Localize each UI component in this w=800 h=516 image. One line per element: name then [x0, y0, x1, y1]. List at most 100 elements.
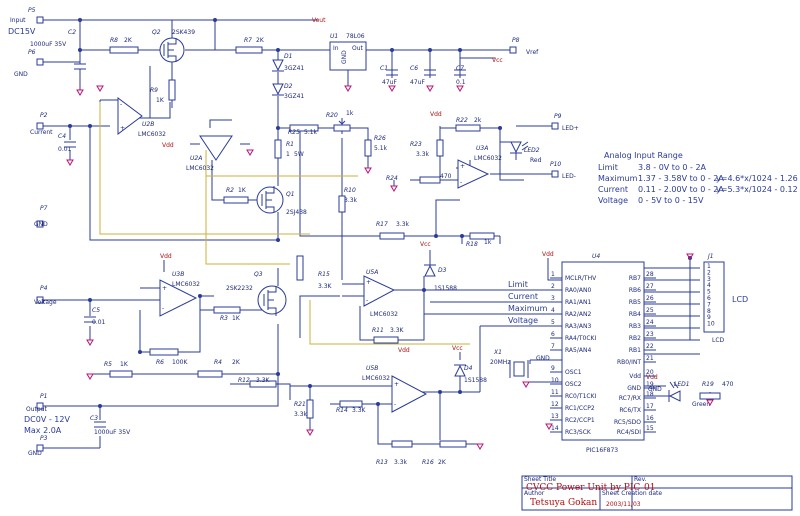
- port-p5: P5 Input DC15V: [8, 7, 44, 36]
- pin-name: RA5/AN4: [565, 347, 591, 354]
- component-ref: R11: [372, 327, 384, 334]
- port-note: Max 2.0A: [24, 426, 62, 435]
- capacitor-c3: C3 1000uF 35V: [90, 415, 131, 436]
- pin-number: 6: [707, 295, 711, 302]
- pin-name: RB5: [629, 299, 641, 306]
- signal-label-maximum: Maximum: [508, 304, 548, 313]
- pin-number: 9: [551, 365, 555, 372]
- port-name: Voltage: [34, 299, 57, 306]
- port-p8: P8 Vref: [509, 37, 539, 56]
- component-value: 1000uF 35V: [30, 41, 67, 48]
- component-value: LCD: [712, 337, 725, 344]
- resistor-r3: R3 1K: [213, 306, 241, 322]
- port-p6: P6 GND: [14, 49, 44, 78]
- pin-number: 8: [707, 308, 711, 315]
- pin-name: GND: [627, 385, 641, 392]
- port-ref: P3: [40, 435, 48, 442]
- component-value: Red: [530, 157, 542, 164]
- mosfet-q2: Q2 2SK439: [152, 29, 195, 63]
- component-ref: Q3: [254, 271, 263, 278]
- component-value: 3.3K: [390, 327, 405, 334]
- component-ref: R10: [344, 187, 356, 194]
- pin-number: 5: [707, 289, 711, 296]
- net-label-vcc: Vcc: [420, 241, 431, 248]
- component-ref: R15: [318, 271, 330, 278]
- component-value: LMC6032: [362, 375, 390, 382]
- pin-number: 17: [646, 403, 654, 410]
- net-label-vcc: Vcc: [452, 345, 463, 352]
- pin-label: GND: [341, 50, 348, 64]
- resistor-r11: R11 3.3K: [372, 327, 405, 344]
- opamp-u5a: + - U5A LMC6032: [363, 269, 398, 318]
- pin-number: 2: [707, 269, 711, 276]
- component-value: 3.3K: [256, 377, 271, 384]
- component-ref: D1: [284, 53, 292, 60]
- pin-name: RA2/AN2: [565, 311, 591, 318]
- resistor-r4: R4 2K: [197, 359, 241, 378]
- pin-number: 20: [646, 369, 654, 376]
- component-value: 2K: [256, 37, 265, 44]
- component-value: 3.3k: [396, 221, 410, 228]
- component-ref: D2: [284, 83, 293, 90]
- pin-name: RB1: [629, 347, 641, 354]
- pin-name: RA1/AN1: [565, 299, 591, 306]
- port-note: DC0V - 12V: [24, 415, 70, 424]
- svg-text:-: -: [394, 401, 396, 408]
- component-ref: X1: [493, 349, 502, 356]
- port-name: Output: [26, 406, 47, 413]
- port-name: LED+: [562, 125, 579, 132]
- port-p10: P10 LED-: [550, 161, 576, 180]
- component-value: 3GZ41: [284, 93, 304, 100]
- pin-number: 26: [646, 295, 654, 302]
- pin-name: RC7/RX: [619, 395, 641, 402]
- pin-number: 18: [646, 391, 654, 398]
- component-ref: U5A: [366, 269, 378, 276]
- resistor-r7: R7 2K: [235, 37, 265, 54]
- opamp-u5b: + - U5B LMC6032: [362, 365, 428, 413]
- component-ref: R16: [422, 459, 434, 466]
- port-p9: P9 LED+: [551, 113, 579, 132]
- port-ref: P6: [28, 49, 36, 56]
- pin-name: RC1/CCP2: [565, 405, 595, 412]
- port-p1: P1 Output DC0V - 12V Max 2.0A: [24, 393, 70, 435]
- pin-number: 2: [551, 283, 555, 290]
- component-ref: R23: [410, 141, 422, 148]
- pin-number: 16: [646, 415, 654, 422]
- svg-text:+: +: [460, 163, 465, 170]
- pin-name: RB7: [629, 275, 641, 282]
- component-ref: U3A: [476, 145, 488, 152]
- svg-text:-: -: [162, 305, 164, 312]
- pin-name: RB2: [629, 335, 641, 342]
- component-ref: R9: [150, 87, 158, 94]
- pin-name: RA0/AN0: [565, 287, 591, 294]
- resistor-r15: R15 3.3K: [296, 255, 333, 290]
- net-label-vdd: Vdd: [398, 347, 410, 354]
- component-value: 5W: [294, 151, 304, 158]
- resistor-r6: R6 100K: [149, 348, 188, 366]
- component-value: 470: [440, 173, 452, 180]
- component-value: 1000uF 35V: [94, 429, 131, 436]
- range-value: 1.37 - 3.58V to 0 - 2A: [638, 174, 724, 183]
- component-ref: Q1: [286, 191, 295, 198]
- resistor-r8: R8 2K: [109, 37, 139, 54]
- range-name: Limit: [598, 163, 618, 172]
- component-value: 1S1588: [434, 285, 457, 292]
- pin-number: 12: [551, 401, 559, 408]
- range-title: Analog Input Range: [604, 151, 683, 160]
- pin-name: RA4/T0CKI: [565, 335, 596, 342]
- component-value: 0.01: [58, 146, 72, 153]
- pin-number: 24: [646, 319, 654, 326]
- pin-number: 7: [551, 343, 555, 350]
- opamp-u2b: - + U2B LMC6032: [117, 97, 166, 138]
- component-ref: R22: [456, 117, 468, 124]
- led-led1: LED1 Green: [668, 381, 710, 408]
